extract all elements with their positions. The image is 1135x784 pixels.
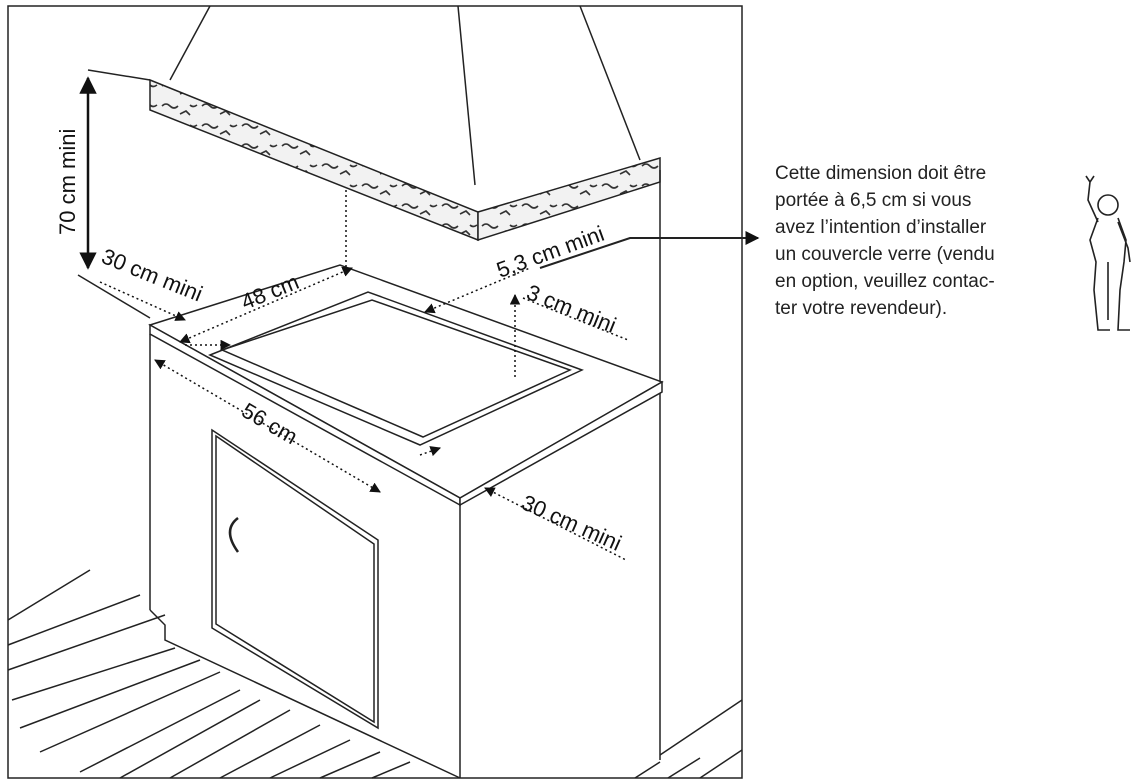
floor-boards xyxy=(7,569,743,779)
note-line: un couvercle verre (vendu xyxy=(775,244,995,265)
height-dimension: 70 cm mini xyxy=(55,76,97,270)
dimension-lines xyxy=(99,190,629,561)
glass-lid-note: Cette dimension doit être portée à 6,5 c… xyxy=(775,160,1075,322)
door-handle-icon xyxy=(228,517,240,553)
note-line: avez l’intention d’installer xyxy=(775,217,987,238)
right-clearance-label: 30 cm mini xyxy=(518,490,625,556)
waving-man-icon xyxy=(1085,175,1131,331)
note-line: portée à 6,5 cm si vous xyxy=(775,190,972,211)
height-dimension-label: 70 cm mini xyxy=(55,129,80,235)
side-clearance-label: 3 cm mini xyxy=(523,279,620,337)
diagram-frame xyxy=(7,5,743,779)
wall-lines xyxy=(77,69,743,760)
note-line: ter votre revendeur). xyxy=(775,298,948,319)
note-pointer xyxy=(539,231,760,269)
range-hood xyxy=(149,5,661,242)
note-line: Cette dimension doit être xyxy=(775,163,987,184)
note-line: en option, veuillez contac- xyxy=(775,271,995,292)
